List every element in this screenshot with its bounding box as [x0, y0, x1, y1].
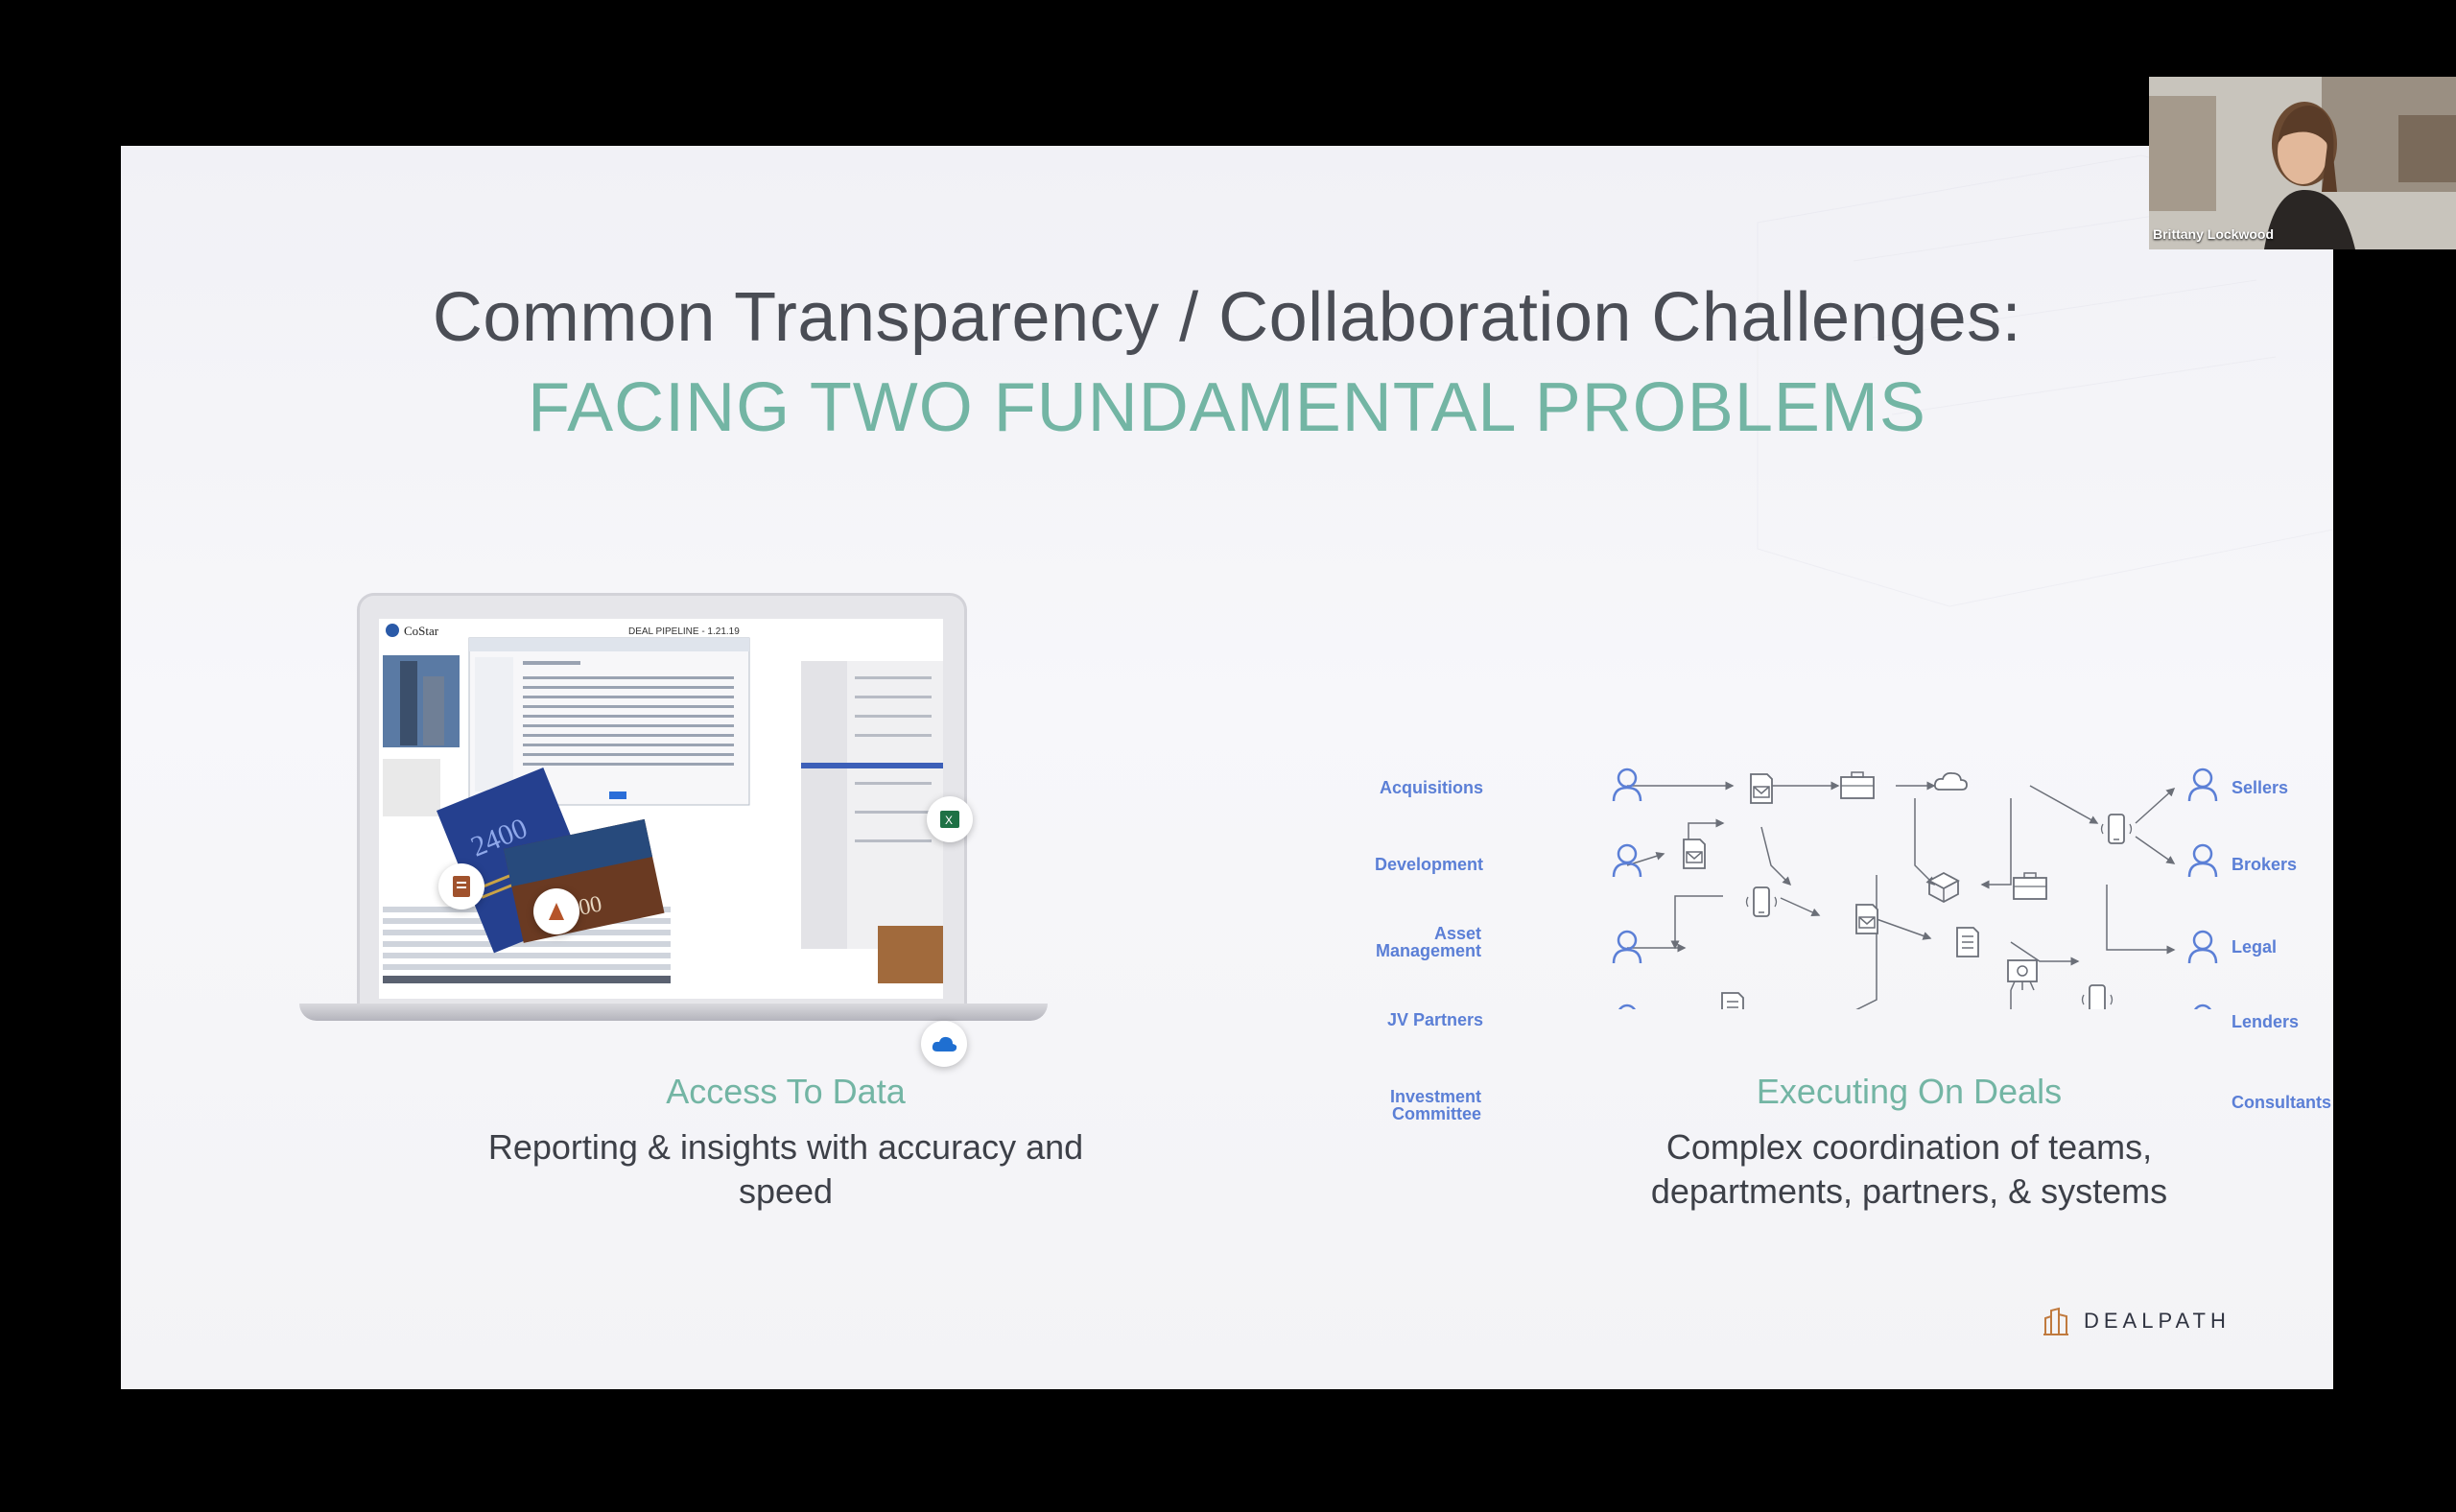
mobile-icon [2100, 814, 2133, 844]
mail-icon [1855, 904, 1878, 934]
laptop-illustration: CoStar [299, 593, 1048, 1067]
role-label-development: Development [1374, 855, 1483, 874]
presentation-slide: Common Transparency / Collaboration Chal… [121, 146, 2333, 1389]
document-icon [438, 863, 484, 910]
briefcase-icon [1840, 771, 1875, 799]
pdf-icon [533, 888, 579, 934]
costar-logo-icon [386, 624, 399, 637]
dealpath-logo: DEALPATH [2043, 1307, 2231, 1335]
costar-brand: CoStar [404, 624, 439, 638]
role-label-legal: Legal [2232, 937, 2278, 957]
person-icon-sellers [2187, 768, 2218, 803]
svg-text:X: X [945, 814, 953, 827]
caption-description: Complex coordination of teams, departmen… [1650, 1127, 2168, 1211]
mail-icon [1683, 839, 1706, 869]
slide-title: Common Transparency / Collaboration Chal… [432, 279, 2022, 356]
participant-video [2149, 77, 2456, 249]
coordination-diagram: Acquisitions Development Asset Managemen… [1339, 597, 2333, 1122]
dropbox-icon [1928, 872, 1959, 903]
role-label-acquisitions: Acquisitions [1379, 778, 1483, 797]
role-label-asset-management: Asset Management [1375, 924, 1481, 960]
presentation-icon [2007, 959, 2038, 991]
person-icon-jv-partners [1612, 1004, 1642, 1009]
role-label-sellers: Sellers [2232, 778, 2289, 797]
role-label-investment-committee: Investment Committee [1389, 1087, 1481, 1123]
person-icon-brokers [2187, 843, 2218, 879]
person-icon-legal [2187, 930, 2218, 965]
mobile-icon [2081, 984, 2114, 1009]
role-label-consultants: Consultants [2232, 1093, 2332, 1112]
slide-subtitle: FACING TWO FUNDAMENTAL PROBLEMS [528, 369, 1926, 446]
role-label-jv-partners: JV Partners [1386, 1010, 1483, 1029]
checklist-icon [1956, 927, 1979, 957]
role-label-lenders: Lenders [2232, 1012, 2300, 1031]
mail-icon [1750, 773, 1773, 804]
diagram-network [1612, 768, 2218, 1009]
document-icon [1721, 992, 1744, 1009]
building-logo-icon [2043, 1307, 2068, 1335]
access-to-data-caption: Access To Data Reporting & insights with… [450, 1072, 1122, 1214]
caption-heading: Access To Data [666, 1072, 906, 1111]
role-label-brokers: Brokers [2232, 855, 2298, 874]
laptop-screen: CoStar [357, 593, 967, 1011]
laptop-base [299, 1004, 1048, 1021]
logo-text: DEALPATH [2084, 1309, 2231, 1333]
excel-icon: X [927, 796, 973, 842]
briefcase-icon [2013, 872, 2047, 900]
cloud-icon [921, 1021, 967, 1067]
deal-pipeline-title: DEAL PIPELINE - 1.21.19 [628, 626, 740, 637]
participant-name: Brittany Lockwood [2153, 226, 2275, 242]
mobile-icon [1745, 886, 1778, 917]
executing-on-deals-caption: Executing On Deals Complex coordination … [1573, 1072, 2245, 1214]
person-icon-lenders [2187, 1004, 2218, 1009]
caption-description: Reporting & insights with accuracy and s… [487, 1127, 1084, 1211]
cloud-sync-icon [1933, 771, 1968, 791]
person-icon-development [1612, 843, 1642, 879]
caption-heading: Executing On Deals [1756, 1072, 2063, 1111]
participant-video-tile[interactable]: Brittany Lockwood [2149, 77, 2456, 249]
background-grid-watermark [1757, 154, 2333, 607]
screen-collage: CoStar [379, 619, 943, 999]
